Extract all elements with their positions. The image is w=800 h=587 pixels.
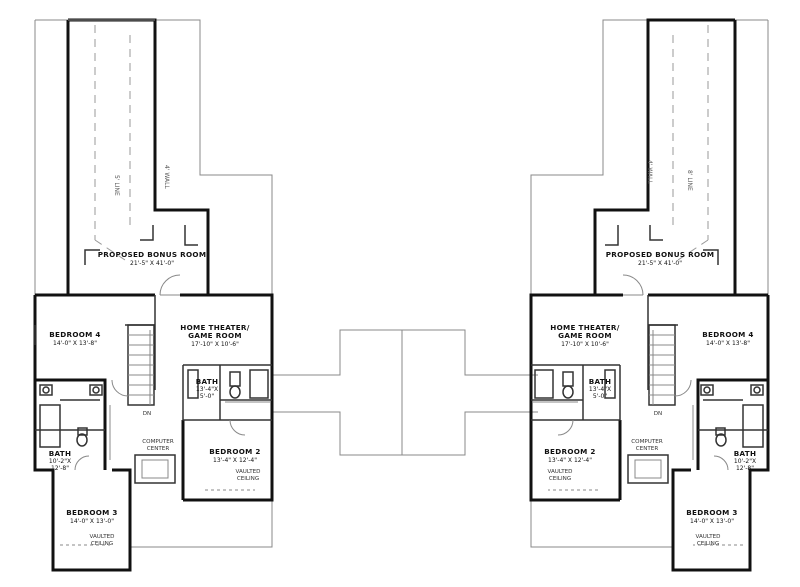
bath-left-name: BATH bbox=[734, 449, 757, 458]
vaulted3-line2: CEILING bbox=[91, 541, 113, 547]
bedroom2-name: BEDROOM 2 bbox=[544, 447, 595, 456]
line-label: 8' LINE bbox=[686, 170, 693, 191]
vaulted2-line1: VAULTED bbox=[548, 469, 573, 475]
stair-dn: DN bbox=[143, 411, 152, 417]
line-label: 5' LINE bbox=[113, 175, 120, 196]
computer-center-2: CENTER bbox=[636, 446, 659, 452]
bonus-room-name: PROPOSED BONUS ROOM bbox=[606, 250, 715, 259]
staircase bbox=[127, 324, 155, 406]
theater-name-2: GAME ROOM bbox=[188, 331, 242, 340]
bath-left-name: BATH bbox=[49, 449, 72, 458]
roof-outline bbox=[34, 19, 273, 560]
bath-small-dim1: 13'-4"X bbox=[196, 386, 218, 393]
floor-plan-right bbox=[529, 18, 770, 572]
bedroom4-dim: 14'-0" X 13'-8" bbox=[53, 340, 97, 347]
vaulted2-line2: CEILING bbox=[549, 476, 571, 482]
theater-dim: 17'-10" X 10'-6" bbox=[191, 341, 239, 348]
vaulted3-line2: CEILING bbox=[697, 541, 719, 547]
bath-left-dim2: 12'-8" bbox=[736, 465, 754, 472]
bedroom4-dim: 14'-0" X 13'-8" bbox=[706, 340, 750, 347]
bonus-room-dim: 21'-5" X 41'-0" bbox=[130, 260, 174, 267]
theater-name-2: GAME ROOM bbox=[558, 331, 612, 340]
bedroom3-dim: 14'-0" X 13'-0" bbox=[70, 518, 114, 525]
computer-center-2: CENTER bbox=[147, 446, 170, 452]
computer-center-1: COMPUTER bbox=[631, 439, 663, 445]
bath-small-name: BATH bbox=[589, 377, 612, 386]
bedroom3-dim: 14'-0" X 13'-0" bbox=[690, 518, 734, 525]
theater-name-1: HOME THEATER/ bbox=[550, 323, 619, 332]
labels-left: PROPOSED BONUS ROOM 21'-5" X 41'-0" HOME… bbox=[49, 165, 261, 547]
bedroom3-name: BEDROOM 3 bbox=[686, 508, 737, 517]
bonus-room-name: PROPOSED BONUS ROOM bbox=[98, 250, 207, 259]
bath-small-dim1: 13'-4"X bbox=[589, 386, 611, 393]
bonus-room-dim: 21'-5" X 41'-0" bbox=[638, 260, 682, 267]
floor-plan-left bbox=[33, 18, 274, 572]
computer-center-1: COMPUTER bbox=[142, 439, 174, 445]
bedroom2-name: BEDROOM 2 bbox=[209, 447, 260, 456]
second-floor-walls bbox=[33, 293, 274, 572]
bath-left-dim2: 12'-8" bbox=[51, 465, 69, 472]
bath-left-dim1: 10'-2"X bbox=[49, 458, 71, 465]
stair-dn: DN bbox=[654, 411, 663, 417]
bedroom3-name: BEDROOM 3 bbox=[66, 508, 117, 517]
vaulted3-line1: VAULTED bbox=[696, 534, 721, 540]
bath-small-name: BATH bbox=[196, 377, 219, 386]
bedroom2-dim: 13'-4" X 12'-4" bbox=[548, 457, 592, 464]
bedroom4-name: BEDROOM 4 bbox=[49, 330, 100, 339]
wall-label: 4' WALL bbox=[646, 160, 653, 184]
vaulted2-line2: CEILING bbox=[237, 476, 259, 482]
bath-small-dim2: 5'-0" bbox=[200, 393, 214, 400]
vaulted3-line1: VAULTED bbox=[90, 534, 115, 540]
bath-left-dim1: 10'-2"X bbox=[734, 458, 756, 465]
bath-small-dim2: 5'-0" bbox=[593, 393, 607, 400]
theater-dim: 17'-10" X 10'-6" bbox=[561, 341, 609, 348]
bedroom4-name: BEDROOM 4 bbox=[702, 330, 753, 339]
theater-name-1: HOME THEATER/ bbox=[180, 323, 249, 332]
breezeway bbox=[272, 329, 538, 456]
labels-right: PROPOSED BONUS ROOM 21'-5" X 41'-0" HOME… bbox=[544, 160, 756, 547]
vaulted2-line1: VAULTED bbox=[236, 469, 261, 475]
bedroom2-dim: 13'-4" X 12'-4" bbox=[213, 457, 257, 464]
wall-label: 4' WALL bbox=[163, 165, 170, 189]
